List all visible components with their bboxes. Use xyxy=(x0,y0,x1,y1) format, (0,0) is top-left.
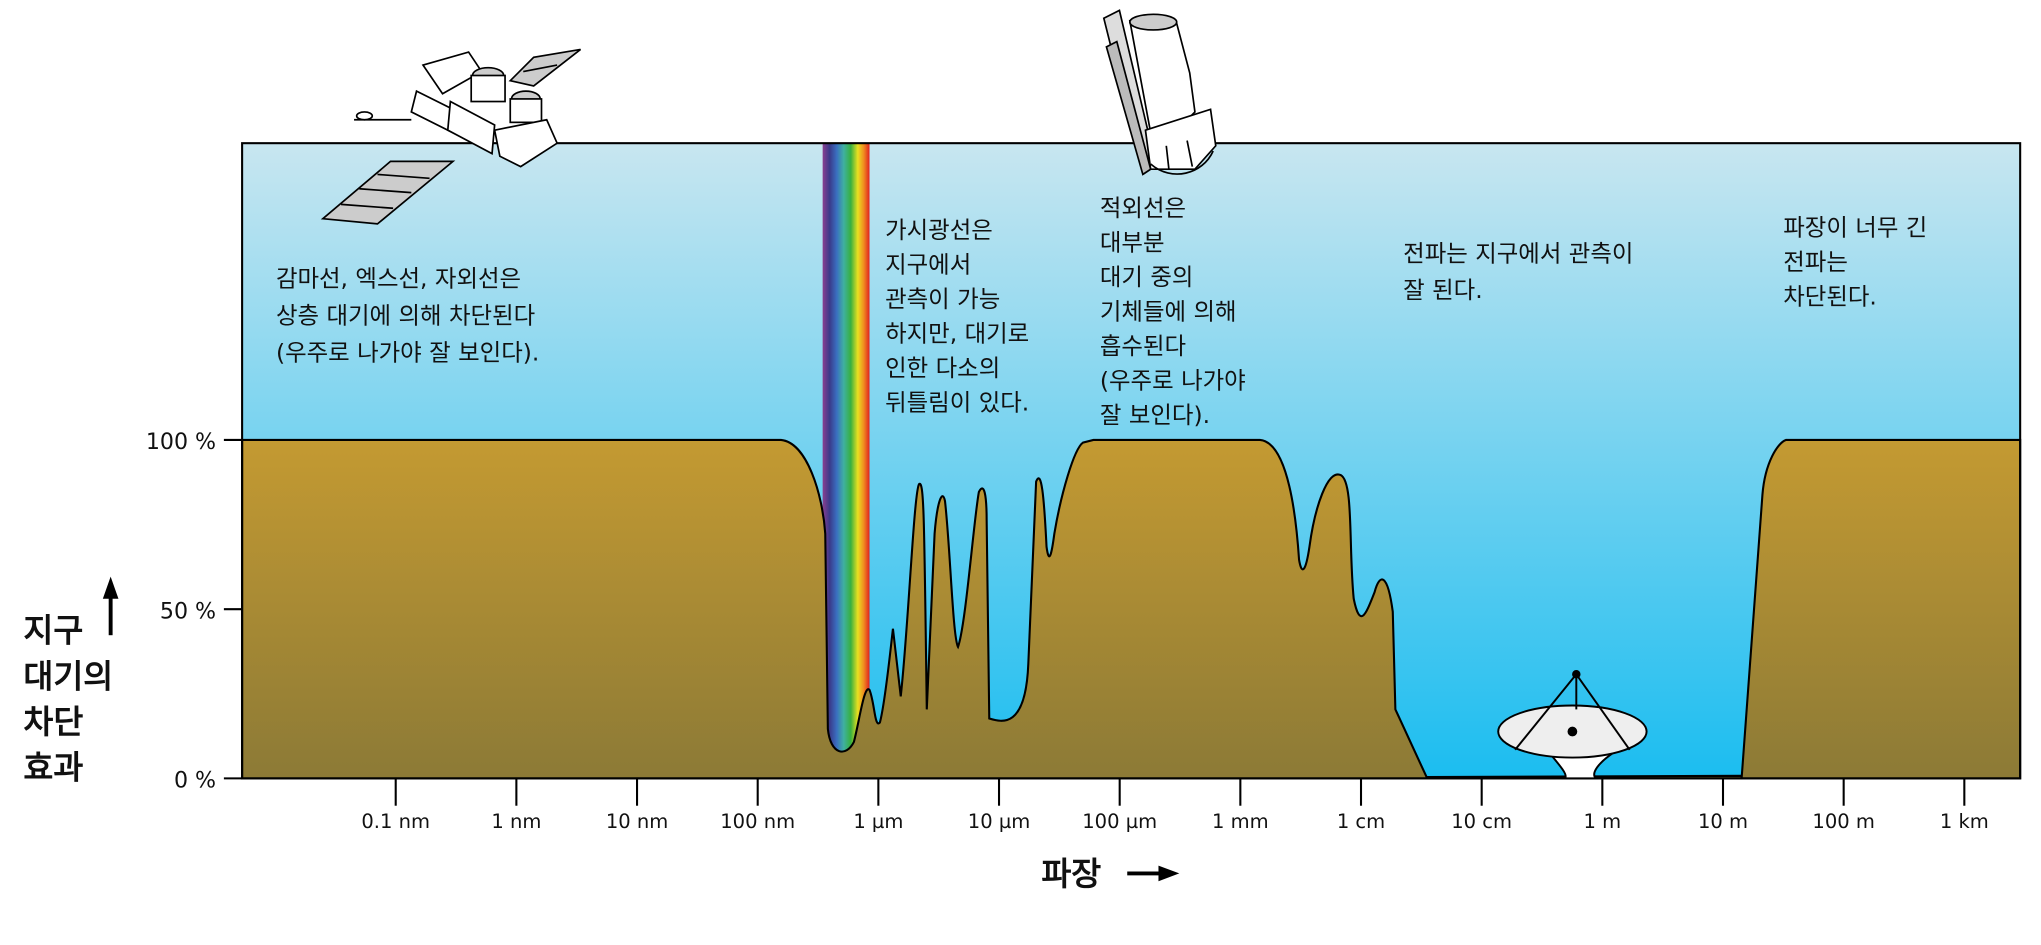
annotation-line: 대기 중의 xyxy=(1100,263,1194,291)
y-axis-title-line: 지구 xyxy=(23,612,83,650)
x-tick-label: 1 mm xyxy=(1212,810,1269,833)
annotation-line: 흡수된다 xyxy=(1100,332,1186,360)
annotation-line: 전파는 지구에서 관측이 xyxy=(1403,240,1633,268)
right-arrow-icon xyxy=(1127,865,1180,882)
annotation-line: 관측이 가능 xyxy=(885,285,1000,313)
y-axis xyxy=(223,438,243,780)
x-tick-label: 10 m xyxy=(1698,810,1748,833)
infrared-telescope-icon xyxy=(1102,9,1217,176)
opacity-curve-right xyxy=(1740,438,2022,780)
annotation-line: 적외선은 xyxy=(1100,194,1186,222)
x-tick-label: 10 cm xyxy=(1451,810,1512,833)
visible-spectrum-band xyxy=(822,143,870,779)
annotation-line: 감마선, 엑스선, 자외선은 xyxy=(276,264,521,292)
x-tick-label: 100 µm xyxy=(1082,810,1157,833)
annotation-line: 대부분 xyxy=(1100,229,1165,257)
plot-frame xyxy=(241,142,2022,780)
x-tick-label: 10 µm xyxy=(968,810,1030,833)
y-axis-title-line: 대기의 xyxy=(23,657,113,695)
annotation-line: 잘 된다. xyxy=(1403,276,1482,304)
annotation-line: 하지만, 대기로 xyxy=(885,320,1029,348)
annotation-line: 차단된다. xyxy=(1783,283,1877,311)
annotation-line: 가시광선은 xyxy=(885,216,993,244)
x-tick-label: 1 µm xyxy=(853,810,903,833)
x-tick-label: 10 nm xyxy=(606,810,668,833)
x-tick-label: 1 nm xyxy=(491,810,541,833)
x-tick-label: 0.1 nm xyxy=(361,810,430,833)
annotation-line: (우주로 나가야 잘 보인다). xyxy=(276,339,539,367)
y-tick-label: 0 % xyxy=(174,768,216,794)
x-axis-title: 파장 xyxy=(1041,855,1101,893)
y-tick-label: 100 % xyxy=(146,429,216,455)
annotation-line: 인한 다소의 xyxy=(885,354,1000,382)
annotation-line: 전파는 xyxy=(1783,248,1848,276)
y-axis-title-line: 효과 xyxy=(23,748,83,786)
annotation-line: 파장이 너무 긴 xyxy=(1783,214,1927,242)
y-axis-title-line: 차단 xyxy=(23,703,83,741)
x-tick-label: 100 nm xyxy=(720,810,795,833)
annotation-line: (우주로 나가야 xyxy=(1100,367,1246,395)
x-axis: 0.1 nm 1 nm 10 nm 100 nm 1 µm 10 µm 100 µm 1 mm… xyxy=(361,778,1989,833)
x-tick-label: 1 cm xyxy=(1337,810,1385,833)
xray-satellite-icon xyxy=(320,48,582,225)
annotation-line: 지구에서 xyxy=(885,251,971,279)
x-tick-label: 100 m xyxy=(1812,810,1874,833)
opacity-curve-left xyxy=(241,438,1743,780)
annotation-line: 상층 대기에 의해 차단된다 xyxy=(276,301,535,329)
up-arrow-icon xyxy=(102,576,119,636)
x-tick-label: 1 km xyxy=(1940,810,1989,833)
radio-dish-icon xyxy=(1497,670,1648,780)
annotation-line: 뒤틀림이 있다. xyxy=(885,389,1029,417)
annotation-line: 잘 보인다). xyxy=(1100,401,1210,429)
x-tick-label: 1 m xyxy=(1584,810,1622,833)
annotation-line: 기체들에 의해 xyxy=(1100,298,1237,326)
y-tick-label: 50 % xyxy=(160,598,216,624)
